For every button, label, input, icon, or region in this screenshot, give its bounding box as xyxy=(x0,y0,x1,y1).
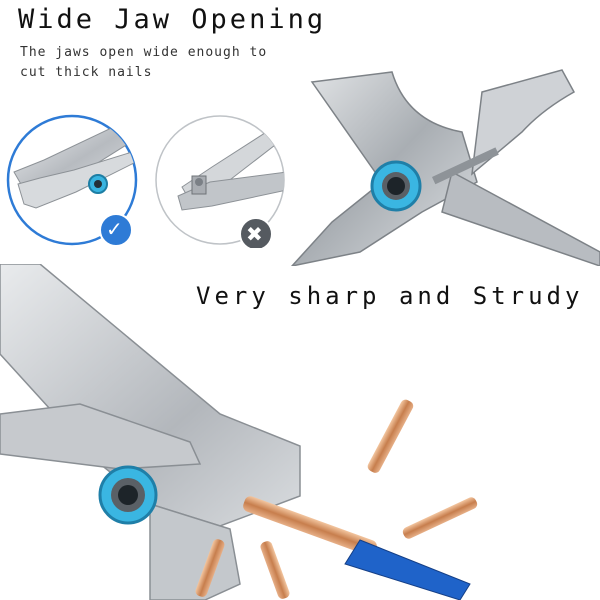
subheading-line-2: cut thick nails xyxy=(20,65,153,80)
x-icon: ✖ xyxy=(246,222,263,246)
jaw-closeup-illustration xyxy=(272,62,600,266)
subheading-description: The jaws open wide enough to cut thick n… xyxy=(20,43,267,83)
caption-sharp-sturdy: Very sharp and Strudy xyxy=(196,282,584,310)
subheading-line-1: The jaws open wide enough to xyxy=(20,45,268,60)
checkmark-icon: ✓ xyxy=(106,217,123,241)
headline-wide-jaw: Wide Jaw Opening xyxy=(18,4,327,35)
comparison-good-circle: ✓ xyxy=(4,112,140,248)
cutting-wire-illustration xyxy=(0,264,600,600)
comparison-bad-circle: ✖ xyxy=(152,112,288,248)
